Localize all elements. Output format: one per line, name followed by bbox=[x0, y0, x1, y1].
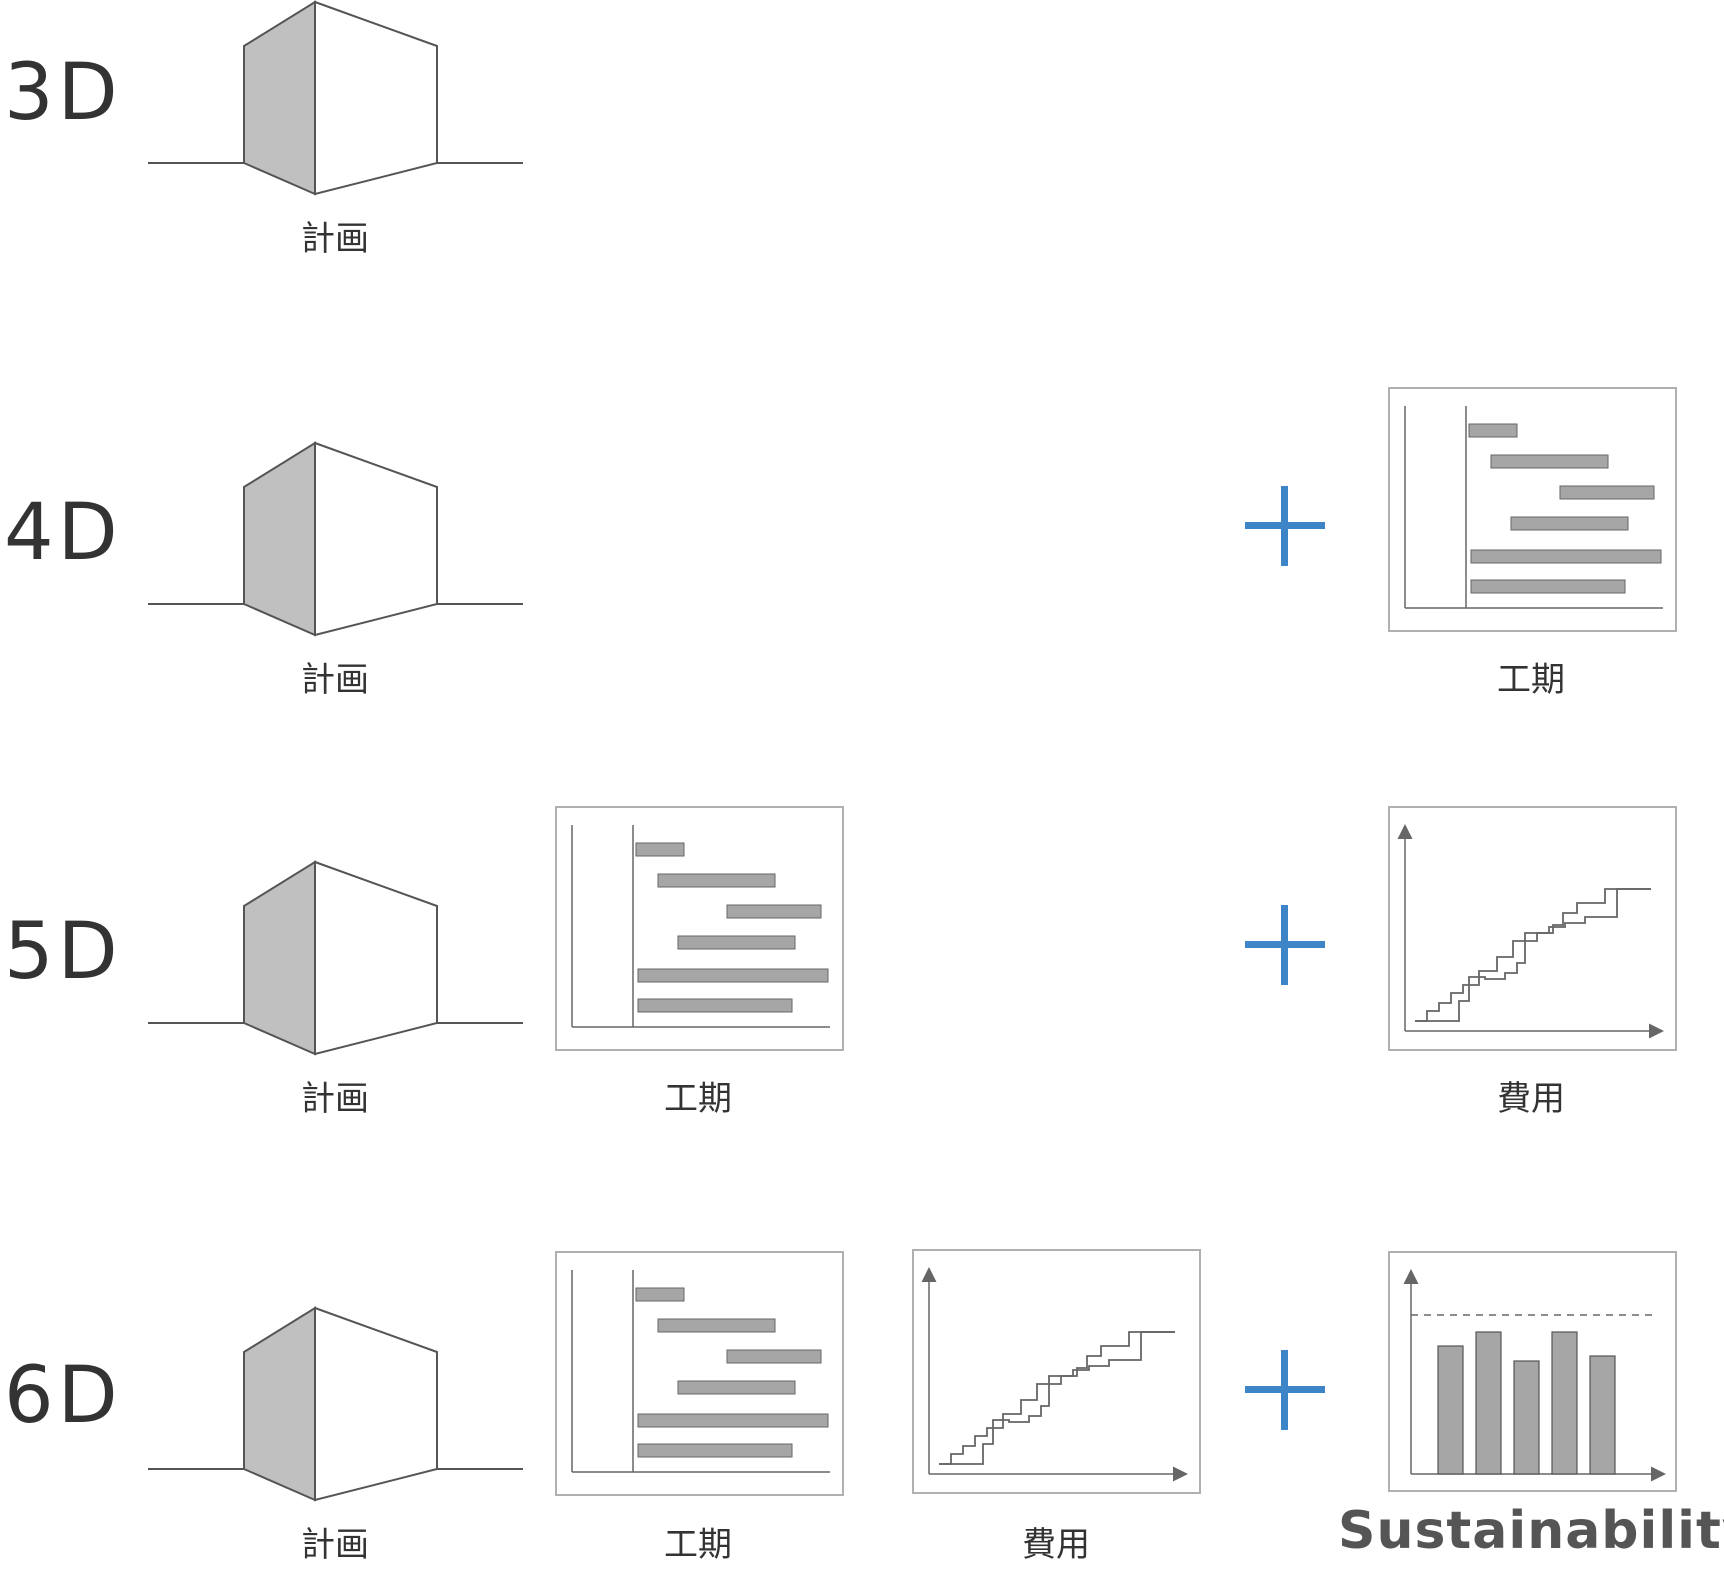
gantt-chart-icon-5d bbox=[555, 806, 844, 1051]
plus-icon-4d bbox=[1245, 486, 1325, 566]
building-icon-5d bbox=[148, 860, 523, 1056]
caption-sustainability-6d: Sustainability bbox=[1338, 1501, 1724, 1561]
building-icon-4d bbox=[148, 441, 523, 637]
dimension-label-3d: 3D bbox=[4, 48, 122, 138]
caption-schedule-4d: 工期 bbox=[1497, 660, 1565, 700]
caption-schedule-6d: 工期 bbox=[664, 1525, 732, 1565]
caption-building-4d: 計画 bbox=[301, 660, 369, 700]
plus-icon-6d bbox=[1245, 1350, 1325, 1430]
caption-building-6d: 計画 bbox=[301, 1525, 369, 1565]
gantt-chart-icon-6d bbox=[555, 1251, 844, 1496]
building-icon-3d bbox=[148, 0, 523, 196]
caption-cost-6d: 費用 bbox=[1022, 1525, 1090, 1565]
plus-icon-5d bbox=[1245, 905, 1325, 985]
caption-building-5d: 計画 bbox=[301, 1079, 369, 1119]
cost-curve-icon-6d bbox=[912, 1249, 1201, 1494]
gantt-chart-icon-4d bbox=[1388, 387, 1677, 632]
caption-schedule-5d: 工期 bbox=[664, 1079, 732, 1119]
cost-curve-icon-5d bbox=[1388, 806, 1677, 1051]
dimension-label-4d: 4D bbox=[4, 488, 122, 578]
building-icon-6d bbox=[148, 1306, 523, 1502]
dimension-label-6d: 6D bbox=[4, 1351, 122, 1441]
caption-cost-5d: 費用 bbox=[1497, 1079, 1565, 1119]
dimension-label-5d: 5D bbox=[4, 907, 122, 997]
caption-building-3d: 計画 bbox=[301, 219, 369, 259]
bar-chart-icon-6d bbox=[1388, 1251, 1677, 1492]
